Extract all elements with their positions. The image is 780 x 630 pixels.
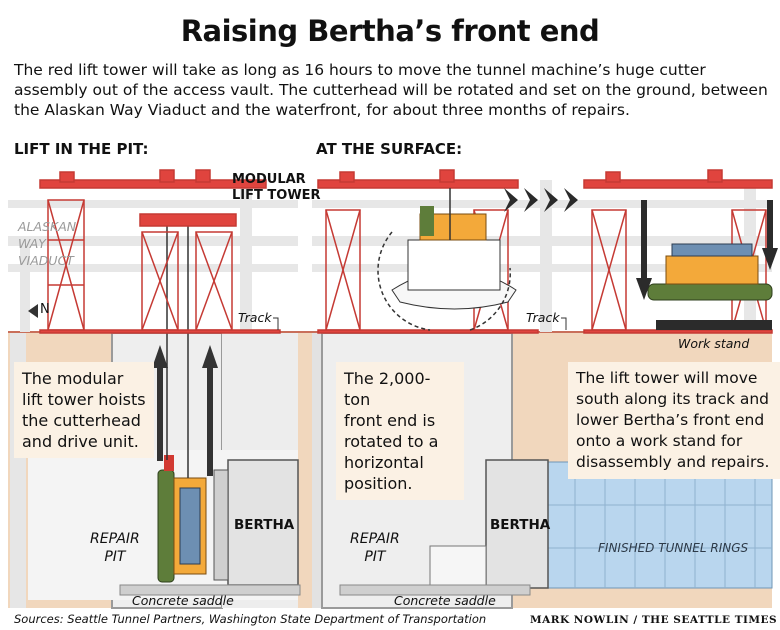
tunnel-rings-label: FINISHED TUNNEL RINGS	[598, 541, 749, 555]
direction-arrows	[504, 188, 578, 212]
tower-label-line1: MODULAR	[232, 172, 306, 187]
north-label: N	[40, 302, 50, 317]
tower-label: MODULAR LIFT TOWER	[232, 172, 321, 204]
bertha-shield-left	[213, 469, 229, 581]
callout-rotate-line2: front end is	[344, 411, 436, 430]
viaduct-label-line2: WAY	[18, 236, 46, 251]
callout-lift-line1: The modular	[22, 369, 124, 388]
cutterhead-rotating	[377, 188, 517, 331]
callout-lift: The modular lift tower hoists the cutter…	[14, 362, 154, 458]
callout-move-line1: The lift tower will move	[576, 369, 758, 387]
cutterhead-vertical	[157, 455, 207, 583]
up-arrow-2	[202, 345, 218, 368]
callout-move-line2: south along its track and	[576, 390, 770, 408]
north-arrow-icon	[28, 304, 38, 318]
section-lift-in-pit: LIFT IN THE PIT:	[14, 140, 149, 158]
callout-move: The lift tower will move south along its…	[568, 362, 780, 479]
bertha-body-right	[485, 459, 549, 589]
callout-rotate-line1: The 2,000-ton	[344, 369, 431, 409]
pit-wall-right	[312, 333, 322, 608]
repair-pit-label-left: REPAIR PIT	[90, 530, 140, 566]
track-label-right: Track	[526, 310, 560, 325]
repair-pit-left-line2: PIT	[104, 549, 126, 565]
viaduct-label-line3: VIADUCT	[18, 253, 74, 268]
callout-rotate: The 2,000-ton front end is rotated to a …	[336, 362, 464, 500]
repair-pit-left-line1: REPAIR	[90, 531, 140, 547]
saddle-right	[339, 584, 531, 596]
work-stand-label: Work stand	[678, 336, 750, 351]
repair-pit-right-line1: REPAIR	[350, 531, 400, 547]
callout-move-line5: disassembly and repairs.	[576, 453, 770, 471]
track-label-left: Track	[238, 310, 272, 325]
repair-pit-label-right: REPAIR PIT	[350, 530, 400, 566]
intro-paragraph: The red lift tower will take as long as …	[14, 61, 768, 119]
up-arrow-2-shaft	[207, 366, 213, 476]
down-arrows	[636, 200, 778, 300]
bertha-label-right: BERTHA	[490, 517, 551, 533]
saddle-label-right: Concrete saddle	[394, 593, 496, 608]
callout-lift-line3: the cutterhead	[22, 411, 141, 430]
section-at-surface: AT THE SURFACE:	[316, 140, 463, 158]
callout-lift-line4: and drive unit.	[22, 432, 139, 451]
callout-rotate-line4: horizontal	[344, 453, 424, 472]
callout-move-line4: onto a work stand for	[576, 432, 743, 450]
bertha-stub-right	[429, 545, 487, 589]
page-title: Raising Bertha’s front end	[180, 14, 600, 48]
bertha-label-left: BERTHA	[234, 517, 295, 533]
callout-move-line3: lower Bertha’s front end	[576, 411, 765, 429]
viaduct-left	[8, 180, 298, 332]
tunnel-rings	[544, 461, 773, 589]
viaduct-label-line1: ALASKAN	[18, 219, 77, 234]
up-arrow-1-shaft	[157, 366, 163, 461]
repair-pit-right-line2: PIT	[364, 549, 386, 565]
credit: MARK NOWLIN / THE SEATTLE TIMES	[530, 614, 778, 626]
callout-rotate-line3: rotated to a	[344, 432, 439, 451]
saddle-label-left: Concrete saddle	[132, 593, 234, 608]
sources: Sources: Seattle Tunnel Partners, Washin…	[14, 612, 487, 626]
tunnel-ring-lines	[545, 462, 772, 588]
cutterhead-on-stand	[647, 243, 773, 330]
lift-tower-left	[39, 169, 281, 334]
callout-lift-line2: lift tower hoists	[22, 390, 146, 409]
saddle-left	[119, 584, 301, 596]
track-pointer-right	[561, 317, 567, 330]
tower-label-line2: LIFT TOWER	[232, 188, 321, 203]
track-pointer-left	[273, 317, 279, 330]
callout-rotate-line5: position.	[344, 474, 413, 493]
up-arrow-1	[152, 345, 168, 368]
viaduct-label: ALASKAN WAY VIADUCT	[18, 218, 76, 269]
